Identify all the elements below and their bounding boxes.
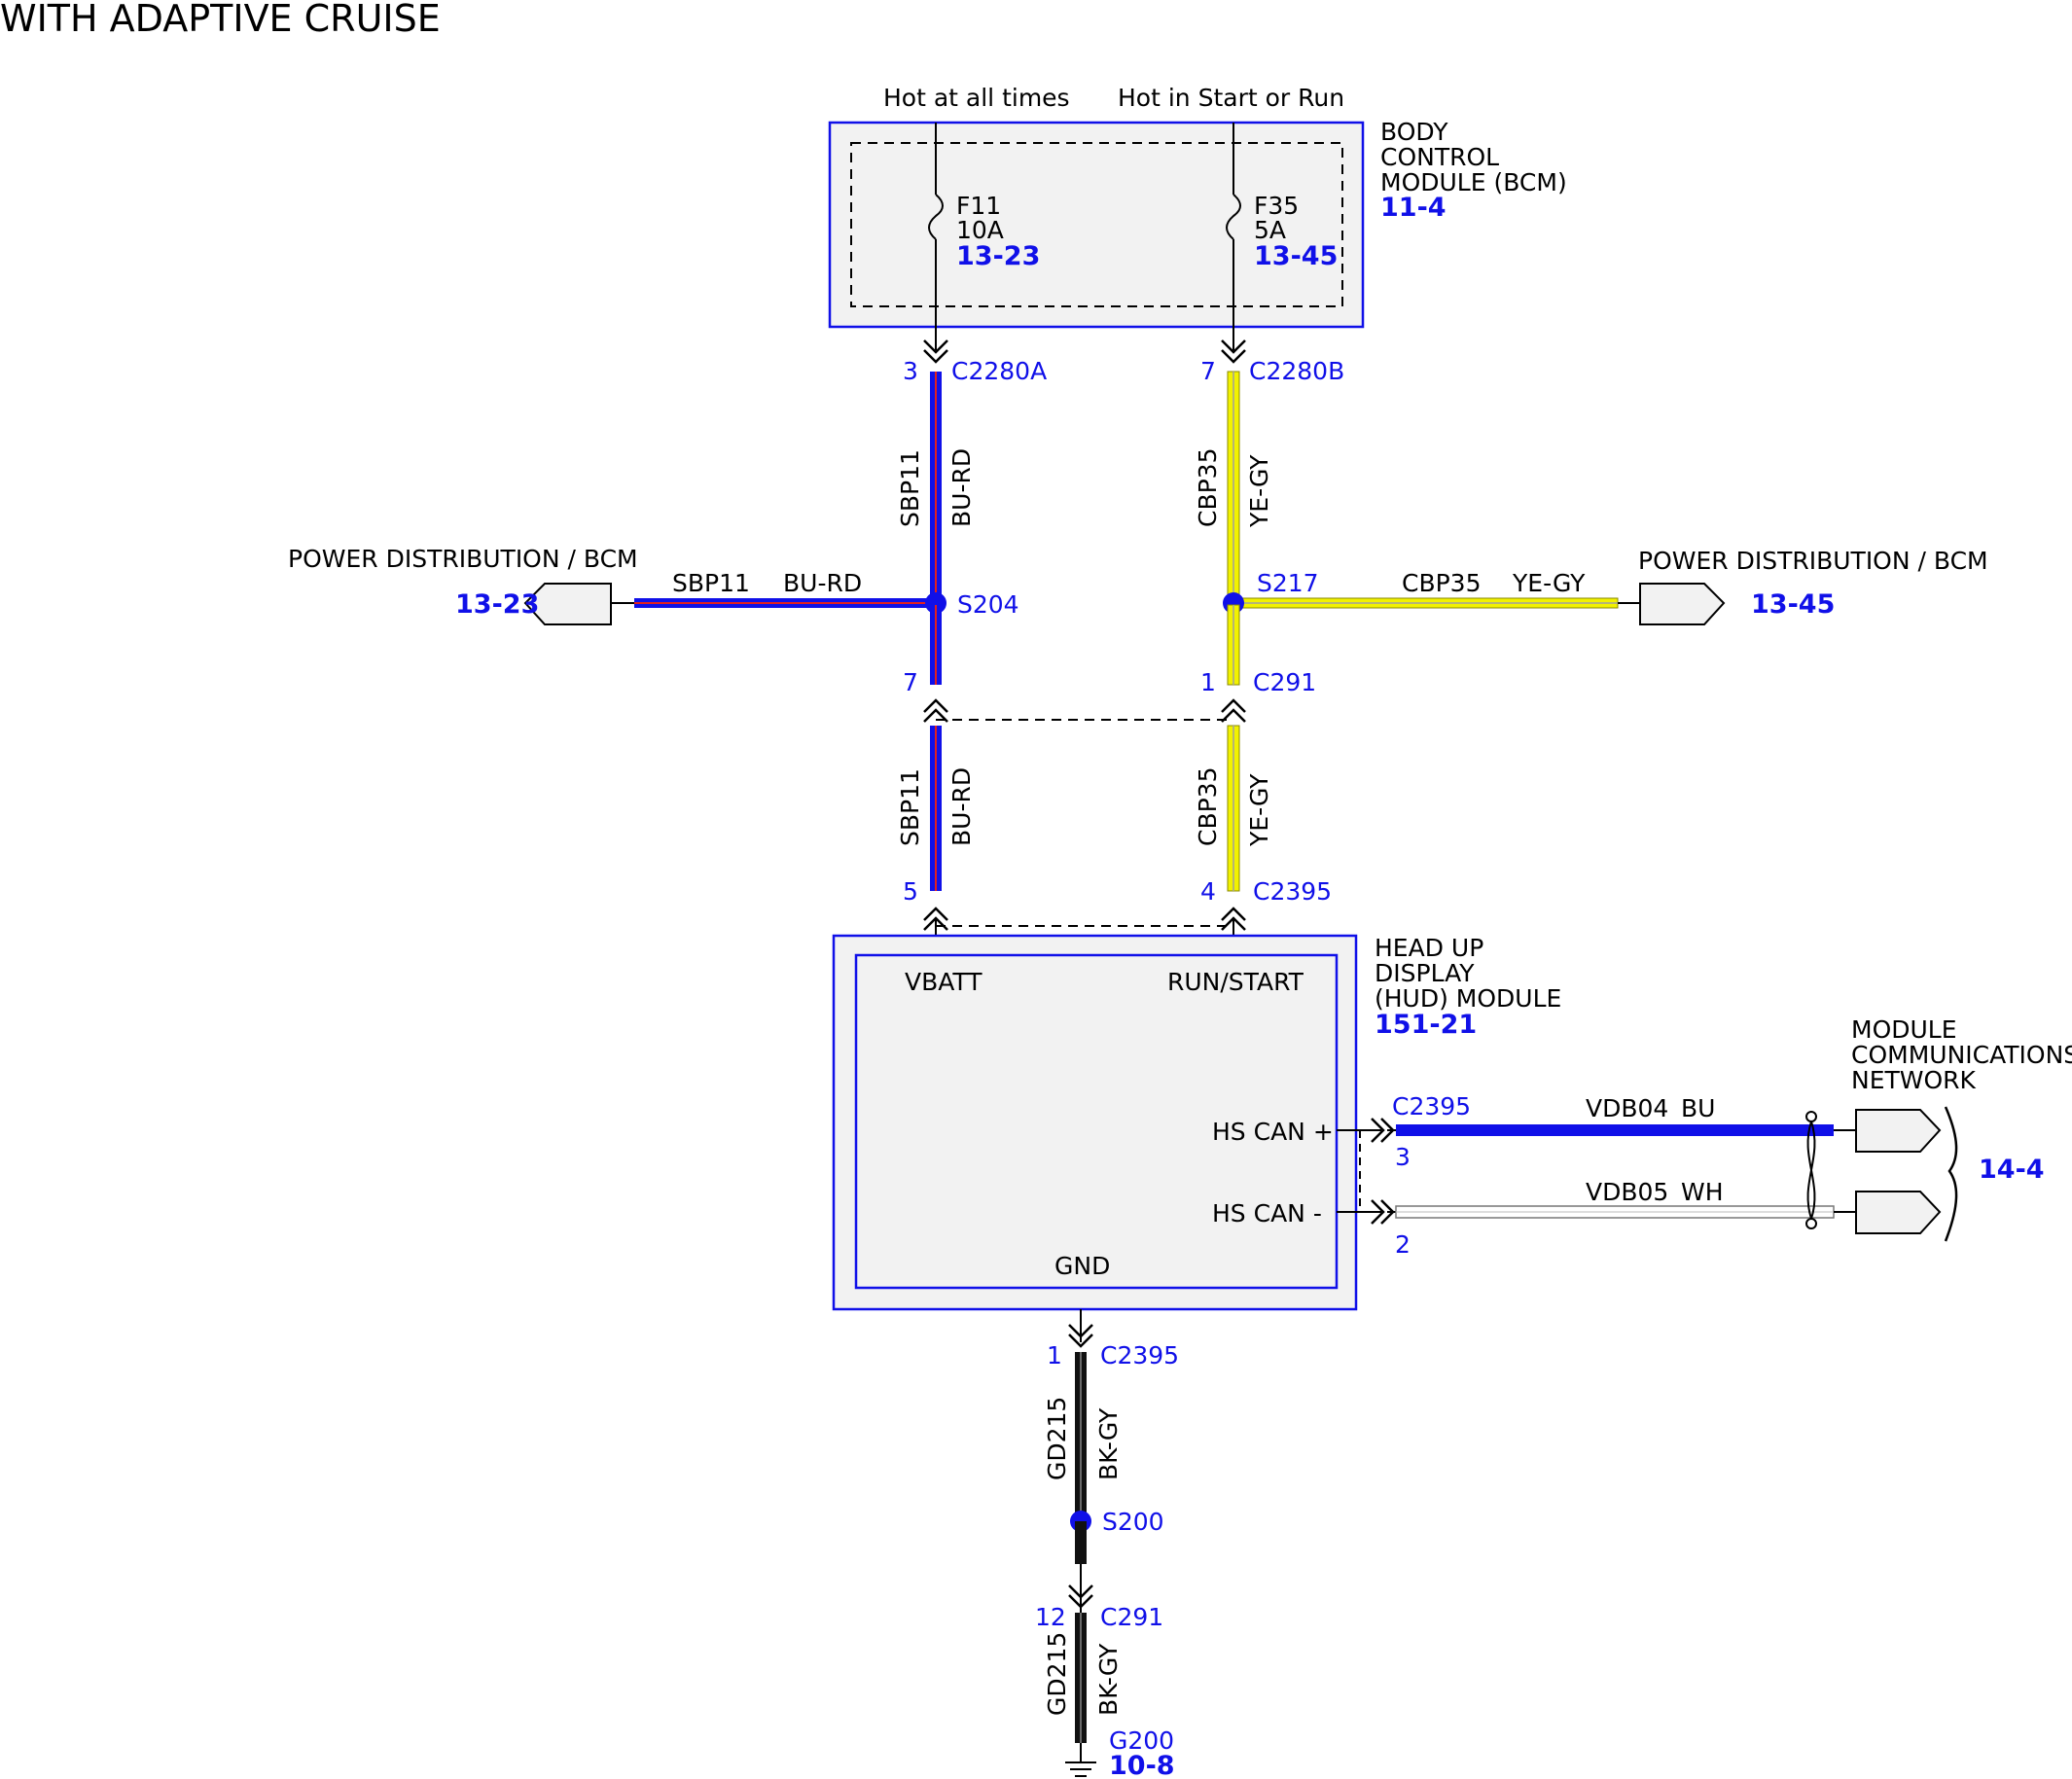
can-plus-pin: 3 (1395, 1143, 1411, 1171)
gnd-c2395-connector-icon (1068, 1324, 1093, 1348)
mcn-plus-connector-icon (1855, 1109, 1942, 1153)
wire-cbp35-lower (1227, 725, 1240, 892)
wire-cbp35-upper-circuit: CBP35 (1194, 448, 1222, 528)
fuse-f35-id: F35 (1254, 192, 1299, 220)
hud-pin-gnd: GND (1054, 1252, 1110, 1280)
bcm-name-3: MODULE (BCM) (1380, 168, 1567, 196)
wire-sbp11-upper-color: BU-RD (947, 448, 976, 527)
g200-ref[interactable]: 10-8 (1109, 1751, 1175, 1779)
c2395-left-pin: 5 (903, 877, 918, 906)
can-connector-name: C2395 (1392, 1092, 1471, 1121)
wire-sbp11-upper-circuit: SBP11 (896, 449, 924, 527)
mcn-minus-connector-icon (1855, 1191, 1942, 1234)
fuse-f35-ref[interactable]: 13-45 (1254, 241, 1338, 271)
hud-pin-hscan-plus: HS CAN + (1212, 1118, 1334, 1146)
power-right-connector-icon (1639, 583, 1726, 625)
wire-cbp35-lower-color: YE-GY (1245, 773, 1273, 847)
c2280b-connector-icon (1221, 339, 1246, 364)
power-left-color: BU-RD (783, 569, 862, 597)
bcm-ref[interactable]: 11-4 (1380, 193, 1447, 223)
mcn-ref[interactable]: 14-4 (1979, 1155, 2045, 1185)
wire-cbp35-branch (1232, 597, 1619, 609)
twisted-pair-icon (1805, 1111, 1817, 1229)
c291-right-connector-icon (1221, 698, 1246, 723)
bcm-name-2: CONTROL (1380, 143, 1499, 171)
wire-vdb05 (1395, 1205, 1835, 1219)
wire-gd215-lower-color: BK-GY (1094, 1643, 1123, 1716)
c2395-right-pin: 4 (1200, 877, 1216, 906)
c2280a-connector-icon (923, 339, 948, 364)
fuse-f35-rating: 5A (1254, 216, 1286, 244)
ground-icon (1065, 1743, 1096, 1777)
mcn-name-1: MODULE (1851, 1015, 1957, 1044)
power-left-label: POWER DISTRIBUTION / BCM (288, 545, 638, 573)
fuse-f11-symbol (928, 194, 944, 240)
c291-left-connector-icon (923, 698, 948, 723)
wire-sbp11-branch (634, 598, 936, 608)
bcm-module (828, 121, 1365, 329)
hud-pin-runstart: RUN/START (1167, 968, 1304, 996)
wire-gd215-upper-circuit: GD215 (1043, 1397, 1071, 1480)
splice-s204-label: S204 (957, 590, 1019, 619)
wire-vdb04-color: BU (1681, 1094, 1715, 1122)
wire-cbp35-upper-color: YE-GY (1245, 454, 1273, 528)
can-minus-pin: 2 (1395, 1230, 1411, 1259)
hud-name-1: HEAD UP (1375, 934, 1483, 962)
hud-name-3: (HUD) MODULE (1375, 984, 1561, 1013)
c2280a-name: C2280A (951, 357, 1047, 385)
wire-vdb05-color: WH (1681, 1178, 1724, 1206)
gnd-c291-pin: 12 (1035, 1603, 1066, 1631)
power-right-ref[interactable]: 13-45 (1751, 589, 1835, 620)
wire-cbp35-lower-circuit: CBP35 (1194, 767, 1222, 847)
power-left-circuit: SBP11 (672, 569, 750, 597)
wire-gd215-upper-color: BK-GY (1094, 1407, 1123, 1480)
gnd-c291-name: C291 (1100, 1603, 1163, 1631)
power-right-color: YE-GY (1512, 569, 1586, 597)
wire-cbp35-mid (1227, 604, 1240, 686)
wire-gd215-lower-circuit: GD215 (1043, 1632, 1071, 1716)
mcn-name-2: COMMUNICATIONS (1851, 1041, 2072, 1069)
c2280b-pin: 7 (1200, 357, 1216, 385)
wire-sbp11-lower (930, 726, 942, 891)
wire-sbp11-upper (930, 372, 942, 605)
wire-vdb04 (1396, 1124, 1834, 1136)
gnd-c2395-pin: 1 (1047, 1341, 1062, 1370)
fuse-f35-symbol (1226, 194, 1241, 240)
wire-cbp35-upper (1227, 371, 1240, 606)
wire-sbp11-lower-circuit: SBP11 (896, 768, 924, 846)
c291-left-pin: 7 (903, 668, 918, 696)
hud-ref[interactable]: 151-21 (1375, 1010, 1477, 1040)
power-right-label: POWER DISTRIBUTION / BCM (1638, 547, 1988, 575)
wire-vdb05-circuit: VDB05 (1586, 1178, 1668, 1206)
fuse-f11-id: F11 (956, 192, 1001, 220)
power-left-connector-icon (523, 583, 612, 625)
gnd-c2395-name: C2395 (1100, 1341, 1179, 1370)
wire-sbp11-mid (930, 605, 942, 685)
feed-label-left: Hot at all times (883, 84, 1070, 112)
power-right-circuit: CBP35 (1402, 569, 1482, 597)
fuse-f11-ref[interactable]: 13-23 (956, 241, 1040, 271)
fuse-f11-rating: 10A (956, 216, 1004, 244)
splice-s217-label: S217 (1257, 569, 1319, 597)
mcn-name-3: NETWORK (1851, 1066, 1977, 1094)
wire-vdb04-circuit: VDB04 (1586, 1094, 1668, 1122)
c291-right-pin: 1 (1200, 668, 1216, 696)
hud-module (832, 934, 1358, 1311)
c2280b-name: C2280B (1249, 357, 1344, 385)
bcm-name-1: BODY (1380, 118, 1448, 146)
c2395-right-name: C2395 (1253, 877, 1332, 906)
hud-name-2: DISPLAY (1375, 959, 1475, 987)
hud-pin-vbatt: VBATT (905, 968, 982, 996)
splice-s200-label: S200 (1102, 1508, 1164, 1536)
hud-pin-hscan-minus: HS CAN - (1212, 1199, 1322, 1228)
power-left-ref[interactable]: 13-23 (455, 589, 539, 620)
mcn-brace-icon (1944, 1106, 1958, 1242)
c2280a-pin: 3 (903, 357, 918, 385)
diagram-title: WITH ADAPTIVE CRUISE (0, 0, 441, 40)
g200-name: G200 (1109, 1726, 1174, 1755)
feed-label-right: Hot in Start or Run (1118, 84, 1344, 112)
c291-right-name: C291 (1253, 668, 1316, 696)
wire-sbp11-lower-color: BU-RD (947, 767, 976, 846)
